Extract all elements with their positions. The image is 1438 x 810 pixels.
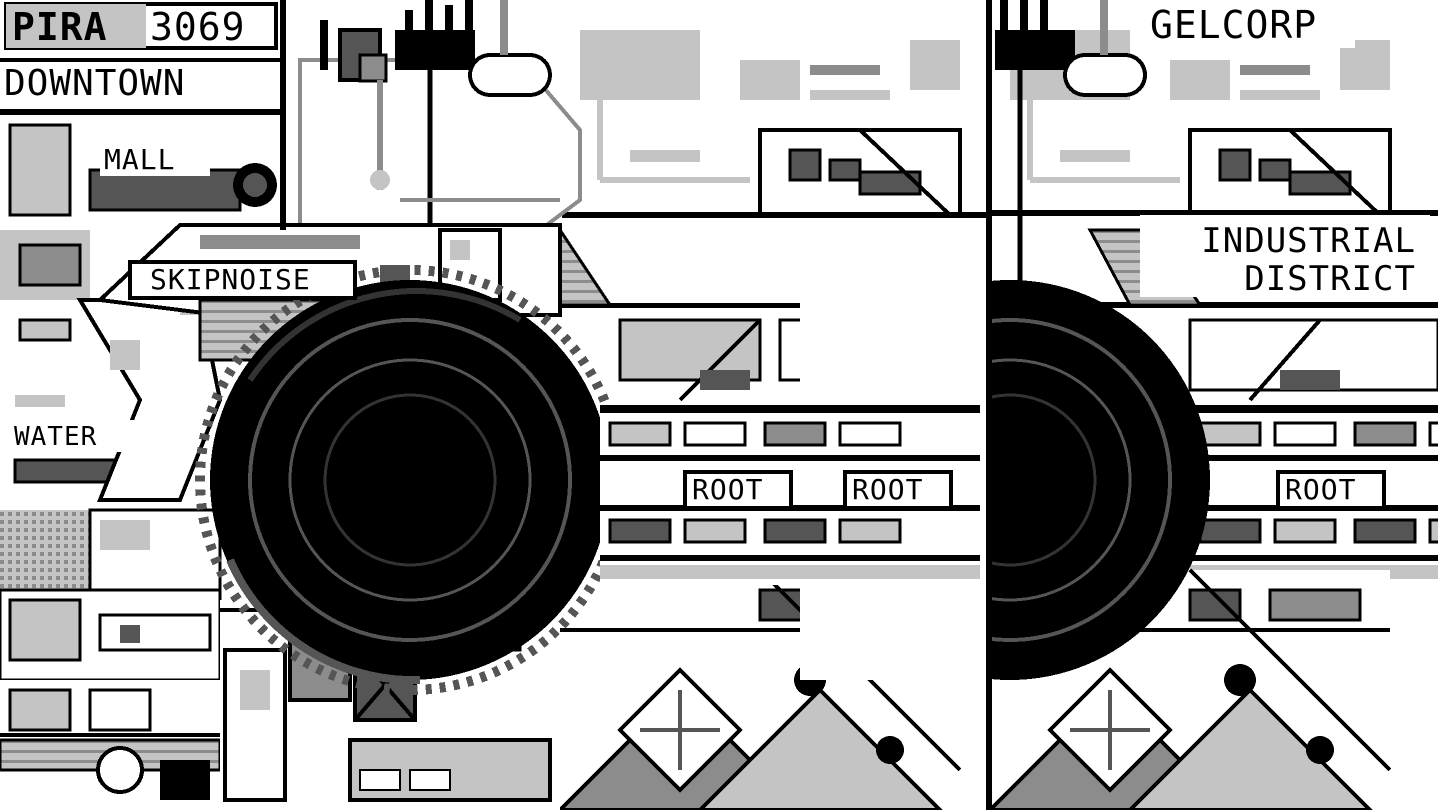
label-root-1[interactable]: ROOT [692, 476, 763, 504]
hud-district: DOWNTOWN [4, 66, 185, 102]
root-3-text: ROOT [1285, 473, 1357, 506]
label-root-3[interactable]: ROOT [1285, 476, 1356, 504]
industrial-line1: INDUSTRIAL [1201, 221, 1416, 261]
label-industrial-district[interactable]: INDUSTRIAL DISTRICT [1180, 222, 1416, 298]
label-water[interactable]: WATER [14, 424, 97, 450]
district-text: DOWNTOWN [4, 63, 186, 104]
root-1-text: ROOT [692, 473, 764, 506]
label-gelcorp[interactable]: GELCORP [1150, 6, 1317, 44]
label-mall[interactable]: MALL [104, 146, 175, 174]
hud-year: 3069 [150, 8, 246, 46]
water-text: WATER [14, 422, 98, 452]
gelcorp-text: GELCORP [1150, 3, 1318, 47]
label-skipnoise[interactable]: SKIPNOISE [150, 266, 311, 294]
brand-text: PIRA [12, 5, 108, 49]
industrial-line2: DISTRICT [1244, 259, 1416, 299]
root-2-text: ROOT [852, 473, 924, 506]
mall-text: MALL [104, 143, 176, 176]
hud-brand: PIRA [12, 8, 108, 46]
label-root-2[interactable]: ROOT [852, 476, 923, 504]
year-text: 3069 [150, 5, 246, 49]
skipnoise-text: SKIPNOISE [150, 263, 311, 296]
